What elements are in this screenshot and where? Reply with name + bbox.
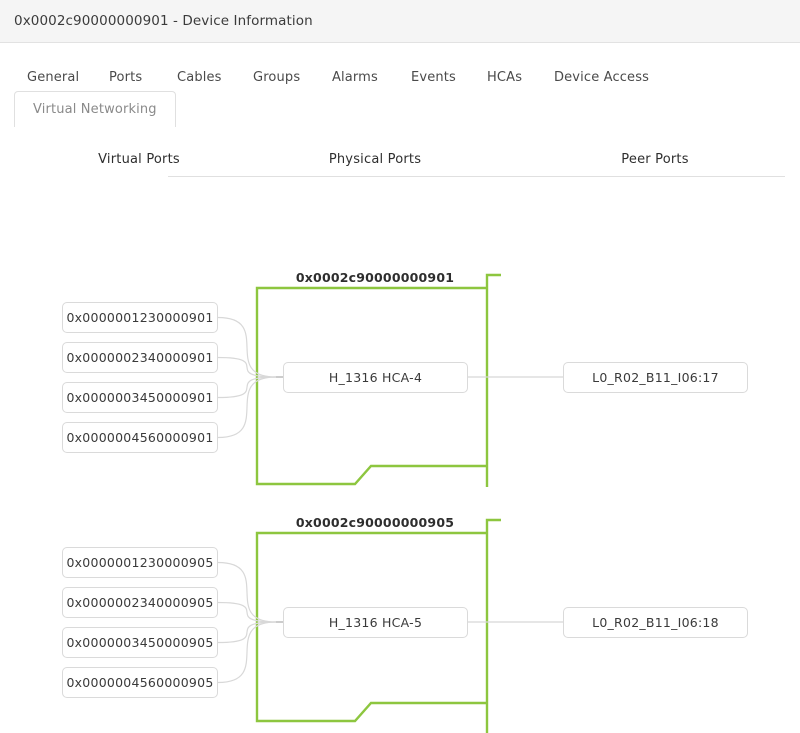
connector-vport-0-3 xyxy=(217,376,277,439)
tab-events[interactable]: Events xyxy=(411,66,456,89)
tab-row-primary: General Ports Cables Groups Alarms Events HCAs… xyxy=(0,59,800,95)
tab-label: General xyxy=(27,69,80,85)
tab-cables[interactable]: Cables xyxy=(177,66,222,89)
tab-alarms[interactable]: Alarms xyxy=(332,66,378,89)
tab-label: HCAs xyxy=(487,69,523,85)
tab-virtual-networking[interactable]: Virtual Networking xyxy=(14,91,176,127)
physical-port-node[interactable]: H_1316 HCA-4 xyxy=(283,362,468,393)
group-title-1: 0x0002c90000000905 xyxy=(295,515,455,530)
connector-vport-0-0 xyxy=(217,316,277,378)
connector-vport-1-0 xyxy=(217,561,277,623)
peer-port-node[interactable]: L0_R02_B11_I06:18 xyxy=(563,607,748,638)
tab-active-wrapper: Virtual Networking xyxy=(14,91,176,127)
peer-port-node[interactable]: L0_R02_B11_I06:17 xyxy=(563,362,748,393)
virtual-port-node[interactable]: 0x0000002340000905 xyxy=(62,587,218,618)
virtual-port-node[interactable]: 0x0000003450000905 xyxy=(62,627,218,658)
tab-label: Ports xyxy=(109,69,143,85)
connector-vport-1-2 xyxy=(217,621,277,644)
window-titlebar: 0x0002c90000000901 - Device Information xyxy=(0,0,800,43)
node-label: 0x0000004560000905 xyxy=(66,675,214,690)
tab-label: Groups xyxy=(253,69,301,85)
group-bracket-1 xyxy=(485,518,501,733)
node-label: 0x0000002340000901 xyxy=(66,350,214,365)
virtual-port-node[interactable]: 0x0000001230000905 xyxy=(62,547,218,578)
node-label: L0_R02_B11_I06:17 xyxy=(592,370,719,385)
column-header-peer-ports: Peer Ports xyxy=(621,152,689,167)
tab-groups[interactable]: Groups xyxy=(253,66,300,89)
tab-strip-underline xyxy=(168,176,785,177)
group-title-0: 0x0002c90000000901 xyxy=(295,270,455,285)
node-label: 0x0000003450000901 xyxy=(66,390,214,405)
connector-vport-0-2 xyxy=(217,376,277,399)
column-header-virtual-ports: Virtual Ports xyxy=(98,152,180,167)
tab-label: Cables xyxy=(177,69,222,85)
node-label: 0x0000004560000901 xyxy=(66,430,214,445)
tab-strip: General Ports Cables Groups Alarms Events HCAs… xyxy=(0,43,800,177)
node-label: 0x0000003450000905 xyxy=(66,635,214,650)
tab-label: Alarms xyxy=(332,69,378,85)
node-label: 0x0000001230000901 xyxy=(66,310,214,325)
column-headers: Virtual Ports Physical Ports Peer Ports xyxy=(0,152,800,174)
tab-label: Device Access xyxy=(554,69,650,85)
node-label: 0x0000001230000905 xyxy=(66,555,214,570)
virtual-port-node[interactable]: 0x0000003450000901 xyxy=(62,382,218,413)
virtual-port-node[interactable]: 0x0000002340000901 xyxy=(62,342,218,373)
physical-port-node[interactable]: H_1316 HCA-5 xyxy=(283,607,468,638)
node-label: L0_R02_B11_I06:18 xyxy=(592,615,719,630)
tab-hcas[interactable]: HCAs xyxy=(487,66,522,89)
tab-ports[interactable]: Ports xyxy=(109,66,142,89)
connector-vport-1-3 xyxy=(217,621,277,684)
window-title: 0x0002c90000000901 - Device Information xyxy=(14,13,313,29)
tab-device-access[interactable]: Device Access xyxy=(554,66,649,89)
connector-vport-1-1 xyxy=(217,601,277,623)
virtual-port-node[interactable]: 0x0000004560000901 xyxy=(62,422,218,453)
column-header-physical-ports: Physical Ports xyxy=(328,152,422,167)
group-bracket-0 xyxy=(485,273,501,487)
connector-vport-0-1 xyxy=(217,356,277,378)
node-label: 0x0000002340000905 xyxy=(66,595,214,610)
virtual-port-node[interactable]: 0x0000001230000901 xyxy=(62,302,218,333)
node-label: H_1316 HCA-5 xyxy=(328,615,423,630)
tab-virtual-networking-label: Virtual Networking xyxy=(33,102,157,117)
tab-label: Events xyxy=(411,69,456,85)
tab-general[interactable]: General xyxy=(27,66,79,89)
virtual-port-node[interactable]: 0x0000004560000905 xyxy=(62,667,218,698)
node-label: H_1316 HCA-4 xyxy=(328,370,423,385)
